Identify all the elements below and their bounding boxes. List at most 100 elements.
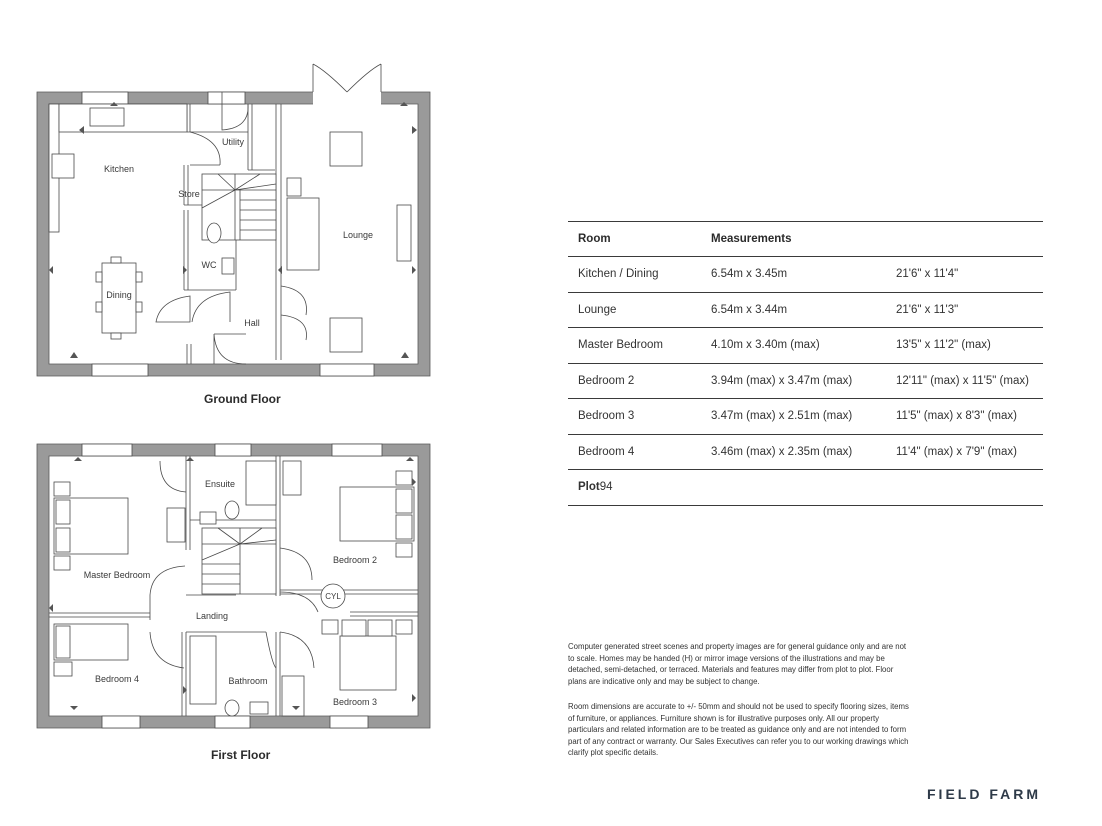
brand-logo: FIELD FARM	[927, 786, 1041, 802]
room-label-bedroom-3: Bedroom 3	[333, 697, 377, 707]
room-label-store: Store	[178, 189, 200, 199]
room-label-hall: Hall	[244, 318, 260, 328]
cylinder-door	[279, 591, 319, 613]
table-row: Bedroom 4 3.46m (max) x 2.35m (max) 11'4…	[568, 433, 1043, 470]
ground-floor-plan: Kitchen Utility Store Lounge WC Dining H…	[36, 63, 431, 377]
wardrobe	[282, 460, 302, 496]
sink-icon	[89, 107, 125, 127]
room-label-bedroom-2: Bedroom 2	[333, 555, 377, 565]
store-door	[189, 131, 221, 166]
room-name: Lounge	[568, 291, 701, 328]
measurements-table: Room Measurements Kitchen / Dining 6.54m…	[568, 221, 1043, 506]
window	[207, 91, 246, 105]
window	[319, 363, 375, 377]
imperial-size: 11'4" (max) x 7'9" (max)	[886, 433, 1043, 470]
room-name: Kitchen / Dining	[568, 256, 701, 292]
side-table	[286, 177, 302, 197]
window	[331, 443, 383, 457]
cylinder-icon	[320, 583, 346, 609]
room-label-bathroom: Bathroom	[228, 676, 267, 686]
room-label-master-bedroom: Master Bedroom	[84, 570, 151, 580]
room-label-wc: WC	[202, 260, 217, 270]
ensuite-door	[159, 460, 187, 493]
room-name: Bedroom 2	[568, 362, 701, 399]
first-floor-outer-wall	[36, 443, 431, 729]
bedroom-3-door	[279, 631, 315, 669]
kitchen-door	[155, 295, 191, 323]
ground-floor-outer-wall	[36, 91, 431, 377]
plot-row: Plot94	[568, 469, 1043, 506]
french-doors-opening	[313, 91, 381, 105]
metric-size: 3.47m (max) x 2.51m (max)	[701, 398, 886, 434]
imperial-size: 13'5" x 11'2" (max)	[886, 327, 1043, 363]
basin-icon	[249, 701, 269, 715]
plot-label: Plot	[578, 481, 600, 494]
window	[101, 715, 141, 729]
window	[81, 91, 129, 105]
table-row: Kitchen / Dining 6.54m x 3.45m 21'6" x 1…	[568, 256, 1043, 292]
room-name: Bedroom 4	[568, 433, 701, 470]
room-label-kitchen: Kitchen	[104, 164, 134, 174]
master-bed	[53, 481, 129, 571]
header-imperial	[886, 221, 1043, 257]
bath-icon	[189, 635, 217, 705]
sofa	[286, 197, 320, 271]
metric-size: 6.54m x 3.44m	[701, 291, 886, 328]
table-header-row: Room Measurements	[568, 221, 1043, 257]
room-name: Bedroom 3	[568, 398, 701, 434]
toilet-icon	[224, 699, 240, 717]
armchair	[329, 317, 363, 353]
disclaimer-dimensions: Room dimensions are accurate to +/- 50mm…	[568, 702, 909, 757]
bedroom-3-bed	[281, 619, 413, 717]
first-floor-plan: CYL Ensuite Bedroom 2 Master Bedroom Lan…	[36, 443, 431, 729]
table-row: Master Bedroom 4.10m x 3.40m (max) 13'5"…	[568, 327, 1043, 363]
first-floor-title: First Floor	[211, 748, 271, 762]
room-label-bedroom-4: Bedroom 4	[95, 674, 139, 684]
imperial-size: 11'5" (max) x 8'3" (max)	[886, 398, 1043, 434]
cylinder-label: CYL	[325, 592, 341, 601]
imperial-size: 21'6" x 11'4"	[886, 256, 1043, 292]
shower-icon	[245, 460, 277, 506]
window	[329, 715, 369, 729]
bathroom-door	[265, 631, 277, 669]
window	[81, 443, 133, 457]
dining-table	[95, 256, 143, 340]
room-label-lounge: Lounge	[343, 230, 373, 240]
tv-unit	[396, 204, 412, 262]
room-name: Master Bedroom	[568, 327, 701, 363]
imperial-size: 12'11" (max) x 11'5" (max)	[886, 362, 1043, 399]
window	[91, 363, 149, 377]
metric-size: 4.10m x 3.40m (max)	[701, 327, 886, 363]
table-row: Bedroom 3 3.47m (max) x 2.51m (max) 11'5…	[568, 398, 1043, 434]
disclaimer-general: Computer generated street scenes and pro…	[568, 642, 907, 686]
window	[214, 715, 251, 729]
first-stairs	[201, 527, 277, 595]
imperial-size: 21'6" x 11'3"	[886, 291, 1043, 328]
window	[214, 443, 252, 457]
room-label-dining: Dining	[106, 290, 132, 300]
metric-size: 3.46m (max) x 2.35m (max)	[701, 433, 886, 470]
basin-icon	[221, 257, 235, 275]
table-row: Bedroom 2 3.94m (max) x 3.47m (max) 12'1…	[568, 362, 1043, 399]
lounge-wall	[275, 104, 282, 360]
plot-cell: Plot94	[568, 469, 1043, 506]
hob-icon	[51, 153, 75, 179]
utility-door	[221, 92, 249, 131]
ground-floor-title: Ground Floor	[204, 392, 281, 406]
bedroom-2-door	[279, 547, 313, 581]
armchair	[329, 131, 363, 167]
wardrobe	[166, 507, 186, 543]
room-label-ensuite: Ensuite	[205, 479, 235, 489]
wc-door	[191, 291, 231, 323]
french-doors	[312, 63, 382, 93]
header-room: Room	[568, 221, 701, 257]
master-bedroom-door	[149, 565, 186, 596]
floor-plans: Kitchen Utility Store Lounge WC Dining H…	[36, 63, 431, 729]
basin-icon	[199, 511, 217, 525]
front-door	[213, 333, 247, 365]
table-row: Lounge 6.54m x 3.44m 21'6" x 11'3"	[568, 291, 1043, 328]
lounge-door	[280, 285, 307, 341]
toilet-icon	[224, 500, 240, 520]
bedroom-2-bed	[339, 470, 415, 558]
bedroom-4-door	[149, 631, 185, 669]
